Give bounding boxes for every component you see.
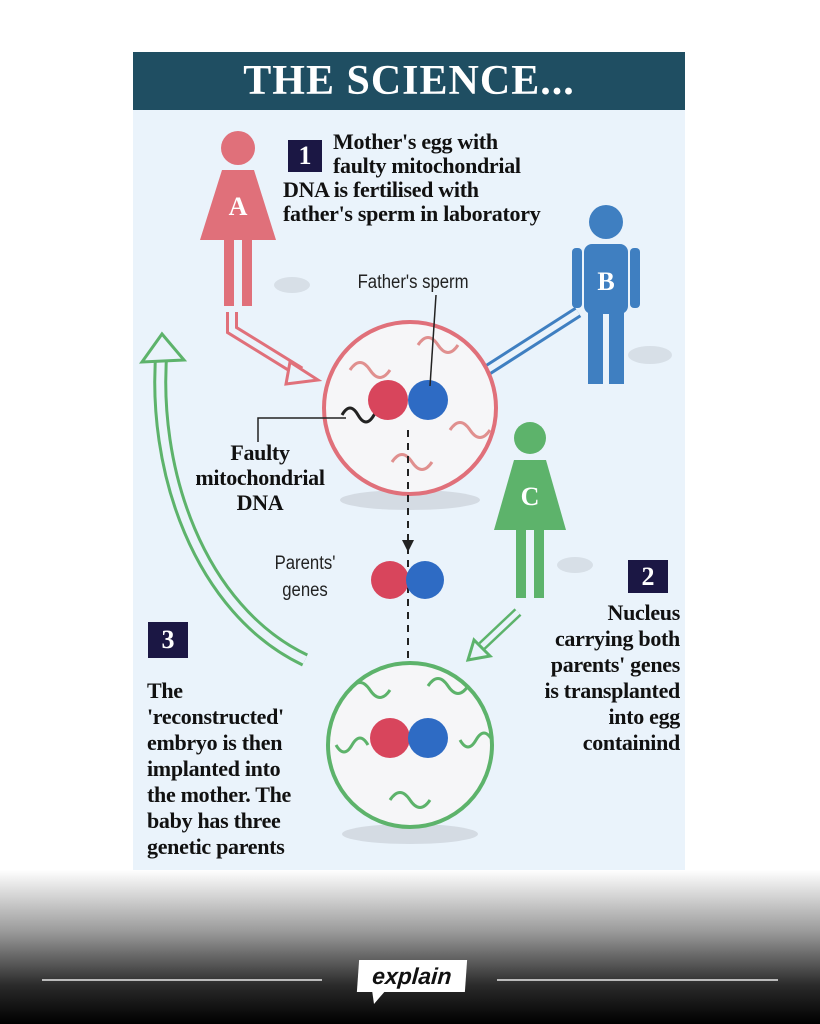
figure-a-letter: A: [229, 192, 248, 221]
speech-bubble-tail-icon: [372, 990, 386, 1004]
text-line: mitochondrial: [195, 465, 325, 490]
text-line: Parents': [274, 553, 336, 574]
text-line: parents' genes: [550, 652, 681, 677]
text-line: carrying both: [554, 626, 680, 651]
fathers-sperm-label: Father's sperm: [357, 272, 469, 293]
text-line: implanted into: [147, 756, 281, 781]
donor-figure: [494, 422, 593, 598]
father-nucleus: [408, 380, 448, 420]
mother-nucleus: [368, 380, 408, 420]
father-figure: [572, 205, 672, 384]
figure-b-letter: B: [597, 267, 614, 296]
text-line: DNA is fertilised with: [283, 177, 479, 202]
text-line: the mother. The: [147, 782, 292, 807]
step-1-text-cont: DNA is fertilised with father's sperm in…: [283, 177, 541, 226]
text-line: faulty mitochondrial: [333, 153, 521, 178]
text-line: 'reconstructed': [147, 704, 284, 729]
footer-divider-left: [42, 979, 322, 981]
text-line: Faulty: [230, 440, 290, 465]
step-2-badge: 2: [628, 560, 668, 593]
step-2-text: Nucleus carrying both parents' genes is …: [500, 600, 681, 756]
parents-genes-red: [371, 561, 409, 599]
text-line: into egg: [608, 704, 680, 729]
text-line: Mother's egg with: [333, 129, 498, 154]
parents-genes-blue: [406, 561, 444, 599]
footer-divider-right: [497, 979, 778, 981]
text-line: The: [147, 678, 183, 703]
text-line: is transplanted: [544, 678, 681, 703]
mother-figure: [200, 131, 310, 306]
diagram-graphics: A B C: [138, 131, 672, 844]
dna-strands: [348, 336, 492, 471]
parents-genes-label: Parents' genes: [257, 550, 354, 604]
text-line: genetic parents: [147, 834, 285, 859]
text-line: genes: [282, 580, 328, 601]
return-arrow-head: [138, 331, 188, 364]
step-1-text: Mother's egg with faulty mitochondrial: [333, 130, 521, 178]
step-3-badge: 3: [148, 622, 188, 658]
text-line: father's sperm in laboratory: [283, 201, 541, 226]
page-title: THE SCIENCE...: [133, 52, 685, 110]
text-line: Nucleus: [607, 600, 681, 625]
step-3-text: The 'reconstructed' embryo is then impla…: [147, 678, 291, 860]
text-line: embryo is then: [147, 730, 283, 755]
text-line: baby has three: [147, 808, 281, 833]
text-line: containind: [582, 730, 681, 755]
footer-gradient: [0, 870, 820, 1024]
figure-c-letter: C: [521, 482, 540, 511]
text-line: DNA: [236, 490, 284, 515]
faulty-dna-label: Faulty mitochondrial DNA: [170, 440, 350, 515]
step-1-badge: 1: [288, 140, 322, 172]
explain-logo: explain: [356, 960, 468, 992]
